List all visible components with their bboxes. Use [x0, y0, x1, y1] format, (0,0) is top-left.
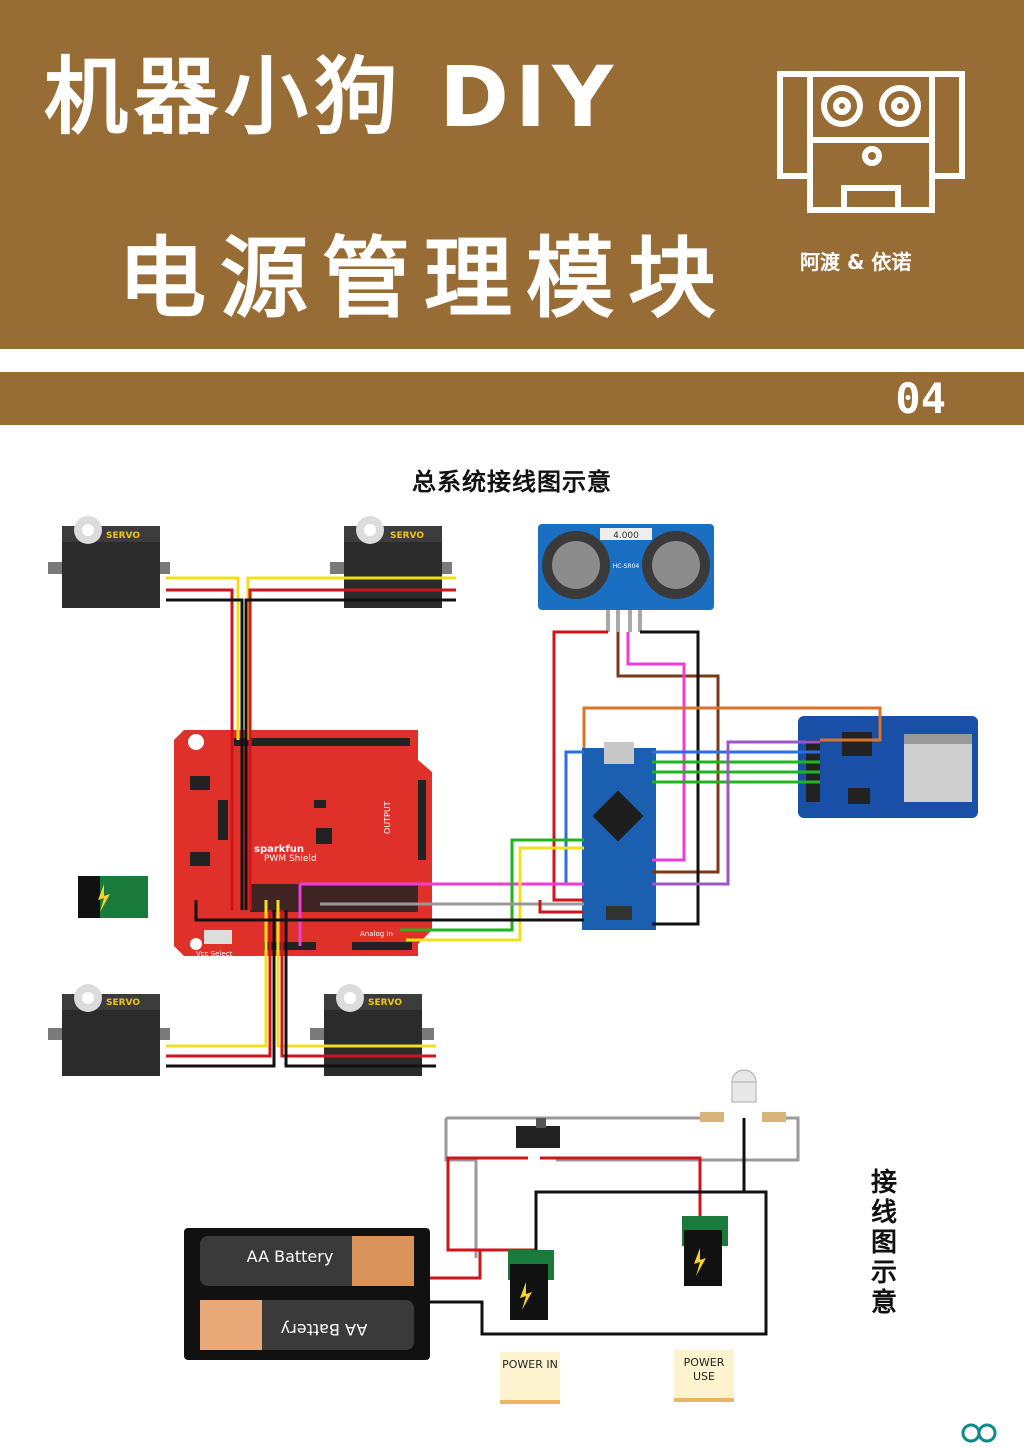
page-band: [0, 372, 1024, 425]
sensor-display: 4.000: [613, 531, 639, 541]
system-wiring-diagram: SERVO SERVO SERVO SERVO 4.000 HC-SR04: [48, 516, 978, 1076]
rgb-led: [700, 1069, 786, 1122]
power-use-tag: POWER USE: [674, 1350, 734, 1402]
header-banner: [0, 0, 1024, 349]
wiring-caption: 接线图示意: [870, 1168, 897, 1318]
power-use-jack: [682, 1216, 728, 1286]
system-wiring-caption: 总系统接线图示意: [412, 468, 612, 496]
servo-label: SERVO: [390, 531, 424, 541]
servo-label: SERVO: [106, 998, 140, 1008]
shield-vcc-label: Vcc Select: [196, 950, 233, 958]
shield-analog-label: Analog In: [360, 930, 393, 938]
servo-bottom-left: SERVO: [48, 984, 170, 1076]
sensor-model: HC-SR04: [613, 563, 640, 570]
battery-label: AA Battery: [247, 1247, 334, 1266]
servo-top-left: SERVO: [48, 516, 170, 608]
page-title: 机器小狗 DIY: [44, 48, 620, 146]
servo-bottom-right: SERVO: [310, 984, 434, 1076]
shield-output-label: OUTPUT: [383, 801, 392, 834]
dc-jack: [78, 876, 148, 918]
slide-switch: [516, 1118, 560, 1148]
servo-label: SERVO: [368, 998, 402, 1008]
arduino-nano: [582, 742, 656, 930]
arduino-logo-icon: [961, 1423, 997, 1443]
power-wiring-diagram: AA Battery AA Battery: [184, 1069, 800, 1360]
power-in-jack: [508, 1250, 554, 1320]
battery-label-flipped: AA Battery: [281, 1320, 368, 1339]
page-number: 04: [895, 374, 946, 423]
servo-label: SERVO: [106, 531, 140, 541]
page-subtitle: 电源管理模块: [118, 226, 731, 330]
battery-holder: AA Battery AA Battery: [184, 1228, 430, 1360]
shield-name: PWM Shield: [264, 854, 317, 864]
shield-brand: sparkfun: [254, 844, 304, 855]
servo-top-right: SERVO: [330, 516, 452, 608]
power-in-tag: POWER IN: [500, 1352, 560, 1404]
authors: 阿渡 & 依诺: [800, 250, 912, 274]
sd-card-module: [798, 716, 978, 818]
pwm-shield: sparkfun PWM Shield OUTPUT Analog In Vcc…: [174, 730, 432, 958]
robot-dog-logo-icon: [777, 71, 965, 213]
wires: [166, 576, 882, 1068]
ultrasonic-sensor: 4.000 HC-SR04: [538, 524, 714, 632]
power-wires: [426, 1116, 800, 1336]
